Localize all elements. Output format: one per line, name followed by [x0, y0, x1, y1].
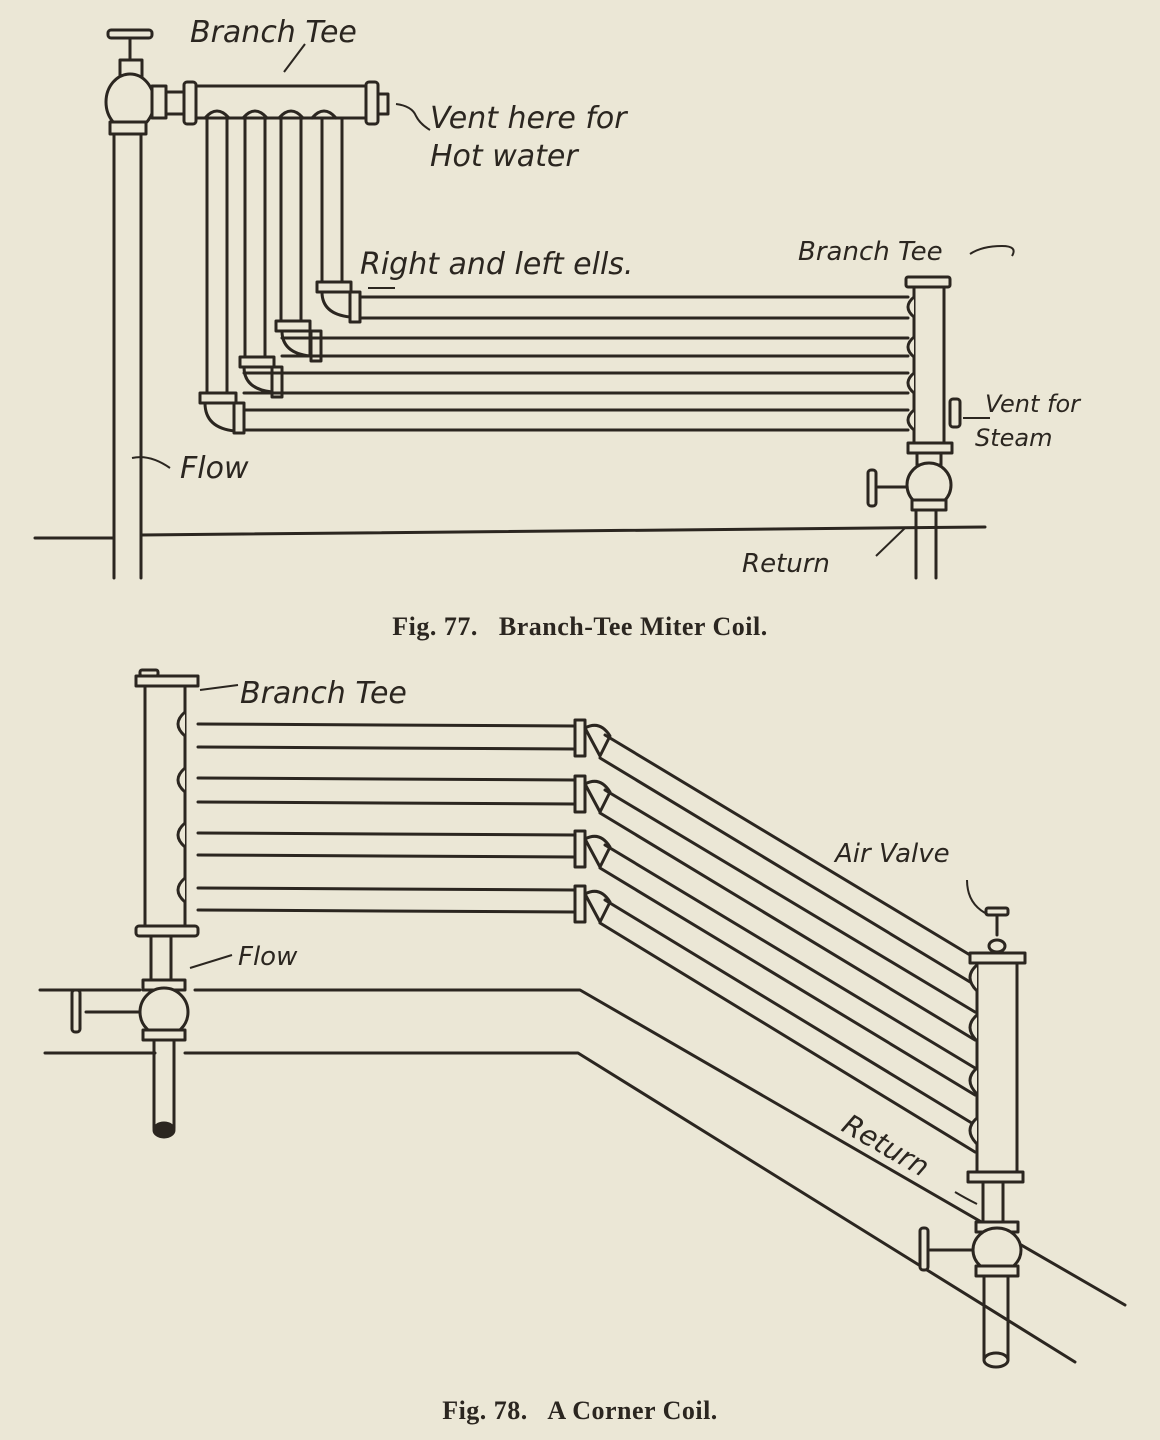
flow-riser-pipe [112, 133, 143, 580]
supply-valve-icon [104, 28, 168, 136]
coil-pipes-horizontal [242, 295, 910, 432]
fig78-diagram [38, 668, 1127, 1369]
label-vent-steam-1: Vent for [985, 390, 1082, 418]
label-branch-tee: Branch Tee [240, 676, 407, 711]
label-right-left-ells: Right and left ells. [360, 247, 633, 282]
fig77-diagram [33, 28, 1015, 580]
branch-tee-header-top [164, 80, 390, 126]
coil-pipes-horizontal-left [196, 722, 577, 914]
label-branch-tee-right: Branch Tee [798, 237, 943, 267]
label-air-valve: Air Valve [833, 839, 950, 869]
label-return: Return [742, 549, 830, 579]
corner-elbows [573, 718, 612, 924]
label-branch-tee-top: Branch Tee [190, 15, 357, 50]
label-vent-hot-water-1: Vent here for [430, 101, 628, 136]
label-flow-78: Flow [238, 942, 298, 972]
coil-pipes-vertical [205, 116, 344, 397]
leader-arrow [283, 43, 306, 73]
fig77-caption: Fig. 77. Branch-Tee Miter Coil. [392, 612, 768, 641]
label-vent-steam-2: Steam [975, 424, 1053, 452]
label-flow: Flow [180, 451, 249, 486]
return-header-right [918, 906, 1027, 1369]
label-vent-hot-water-2: Hot water [430, 139, 579, 174]
branch-tee-header-left [70, 668, 200, 1139]
fig78-caption: Fig. 78. A Corner Coil. [442, 1396, 718, 1425]
branch-tee-header-right [866, 275, 962, 580]
coil-pipes-diagonal [598, 733, 977, 1154]
